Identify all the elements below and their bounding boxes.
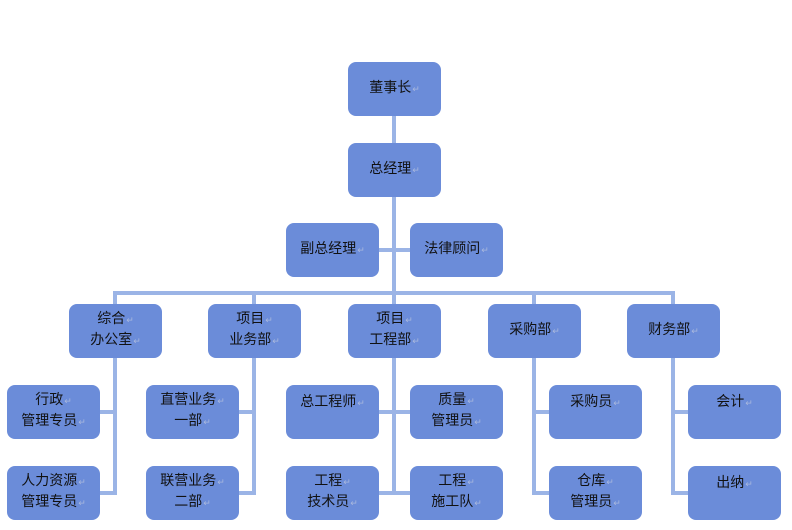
connector <box>392 358 396 495</box>
node-label: 采购员 <box>570 393 621 414</box>
node-hr-specialist: 人力资源管理专员 <box>7 466 100 520</box>
connector <box>392 116 396 304</box>
node-label: 仓库 <box>577 472 614 493</box>
node-label: 项目 <box>236 310 273 331</box>
node-label: 质量 <box>438 391 475 412</box>
node-label: 业务部 <box>229 331 280 352</box>
node-label: 联营业务 <box>160 472 225 493</box>
node-label: 施工队 <box>431 493 482 514</box>
node-engineering-technician: 工程技术员 <box>286 466 379 520</box>
node-label: 采购部 <box>509 321 560 342</box>
connector <box>673 410 688 414</box>
node-label: 管理员 <box>570 493 621 514</box>
node-label: 直营业务 <box>160 391 225 412</box>
node-label: 出纳 <box>716 474 753 495</box>
connector <box>252 291 256 304</box>
node-label: 人力资源 <box>21 472 86 493</box>
node-purchasing: 采购部 <box>488 304 581 358</box>
node-project-engineering: 项目工程部 <box>348 304 441 358</box>
connector <box>113 291 117 304</box>
connector <box>239 410 254 414</box>
connector <box>534 410 549 414</box>
node-label: 综合 <box>97 310 134 331</box>
connector <box>252 358 256 495</box>
connector <box>534 491 549 495</box>
node-label: 副总经理 <box>300 240 365 261</box>
connector <box>239 491 254 495</box>
connector <box>379 248 410 252</box>
node-label: 工程部 <box>369 331 420 352</box>
node-quality-manager: 质量管理员 <box>410 385 503 439</box>
node-label: 工程 <box>438 472 475 493</box>
node-label: 行政 <box>35 391 72 412</box>
node-purchaser: 采购员 <box>549 385 642 439</box>
connector <box>379 491 410 495</box>
node-direct-business-1: 直营业务一部 <box>146 385 239 439</box>
connector <box>113 291 675 295</box>
node-cashier: 出纳 <box>688 466 781 520</box>
node-joint-business-2: 联营业务二部 <box>146 466 239 520</box>
node-label: 工程 <box>314 472 351 493</box>
connector <box>113 358 117 495</box>
node-construction-team: 工程施工队 <box>410 466 503 520</box>
node-label: 会计 <box>716 393 753 414</box>
node-warehouse-manager: 仓库管理员 <box>549 466 642 520</box>
node-label: 办公室 <box>90 331 141 352</box>
node-label: 管理专员 <box>21 493 86 514</box>
node-admin-specialist: 行政管理专员 <box>7 385 100 439</box>
node-label: 法律顾问 <box>424 240 489 261</box>
node-label: 一部 <box>174 412 211 433</box>
node-chairman: 董事长 <box>348 62 441 116</box>
node-legal-advisor: 法律顾问 <box>410 223 503 277</box>
node-label: 项目 <box>376 310 413 331</box>
node-label: 技术员 <box>307 493 358 514</box>
connector <box>671 358 675 495</box>
node-general-manager: 总经理 <box>348 143 441 197</box>
node-label: 管理专员 <box>21 412 86 433</box>
connector <box>673 491 688 495</box>
node-deputy-gm: 副总经理 <box>286 223 379 277</box>
node-chief-engineer: 总工程师 <box>286 385 379 439</box>
node-project-business: 项目业务部 <box>208 304 301 358</box>
node-label: 二部 <box>174 493 211 514</box>
node-label: 总经理 <box>369 160 420 181</box>
connector <box>532 291 536 304</box>
node-accountant: 会计 <box>688 385 781 439</box>
node-general-office: 综合办公室 <box>69 304 162 358</box>
node-finance: 财务部 <box>627 304 720 358</box>
node-label: 总工程师 <box>300 393 365 414</box>
connector <box>671 291 675 304</box>
connector <box>379 410 410 414</box>
node-label: 财务部 <box>648 321 699 342</box>
node-label: 管理员 <box>431 412 482 433</box>
connector <box>100 491 115 495</box>
connector <box>532 358 536 495</box>
node-label: 董事长 <box>369 79 420 100</box>
connector <box>100 410 115 414</box>
